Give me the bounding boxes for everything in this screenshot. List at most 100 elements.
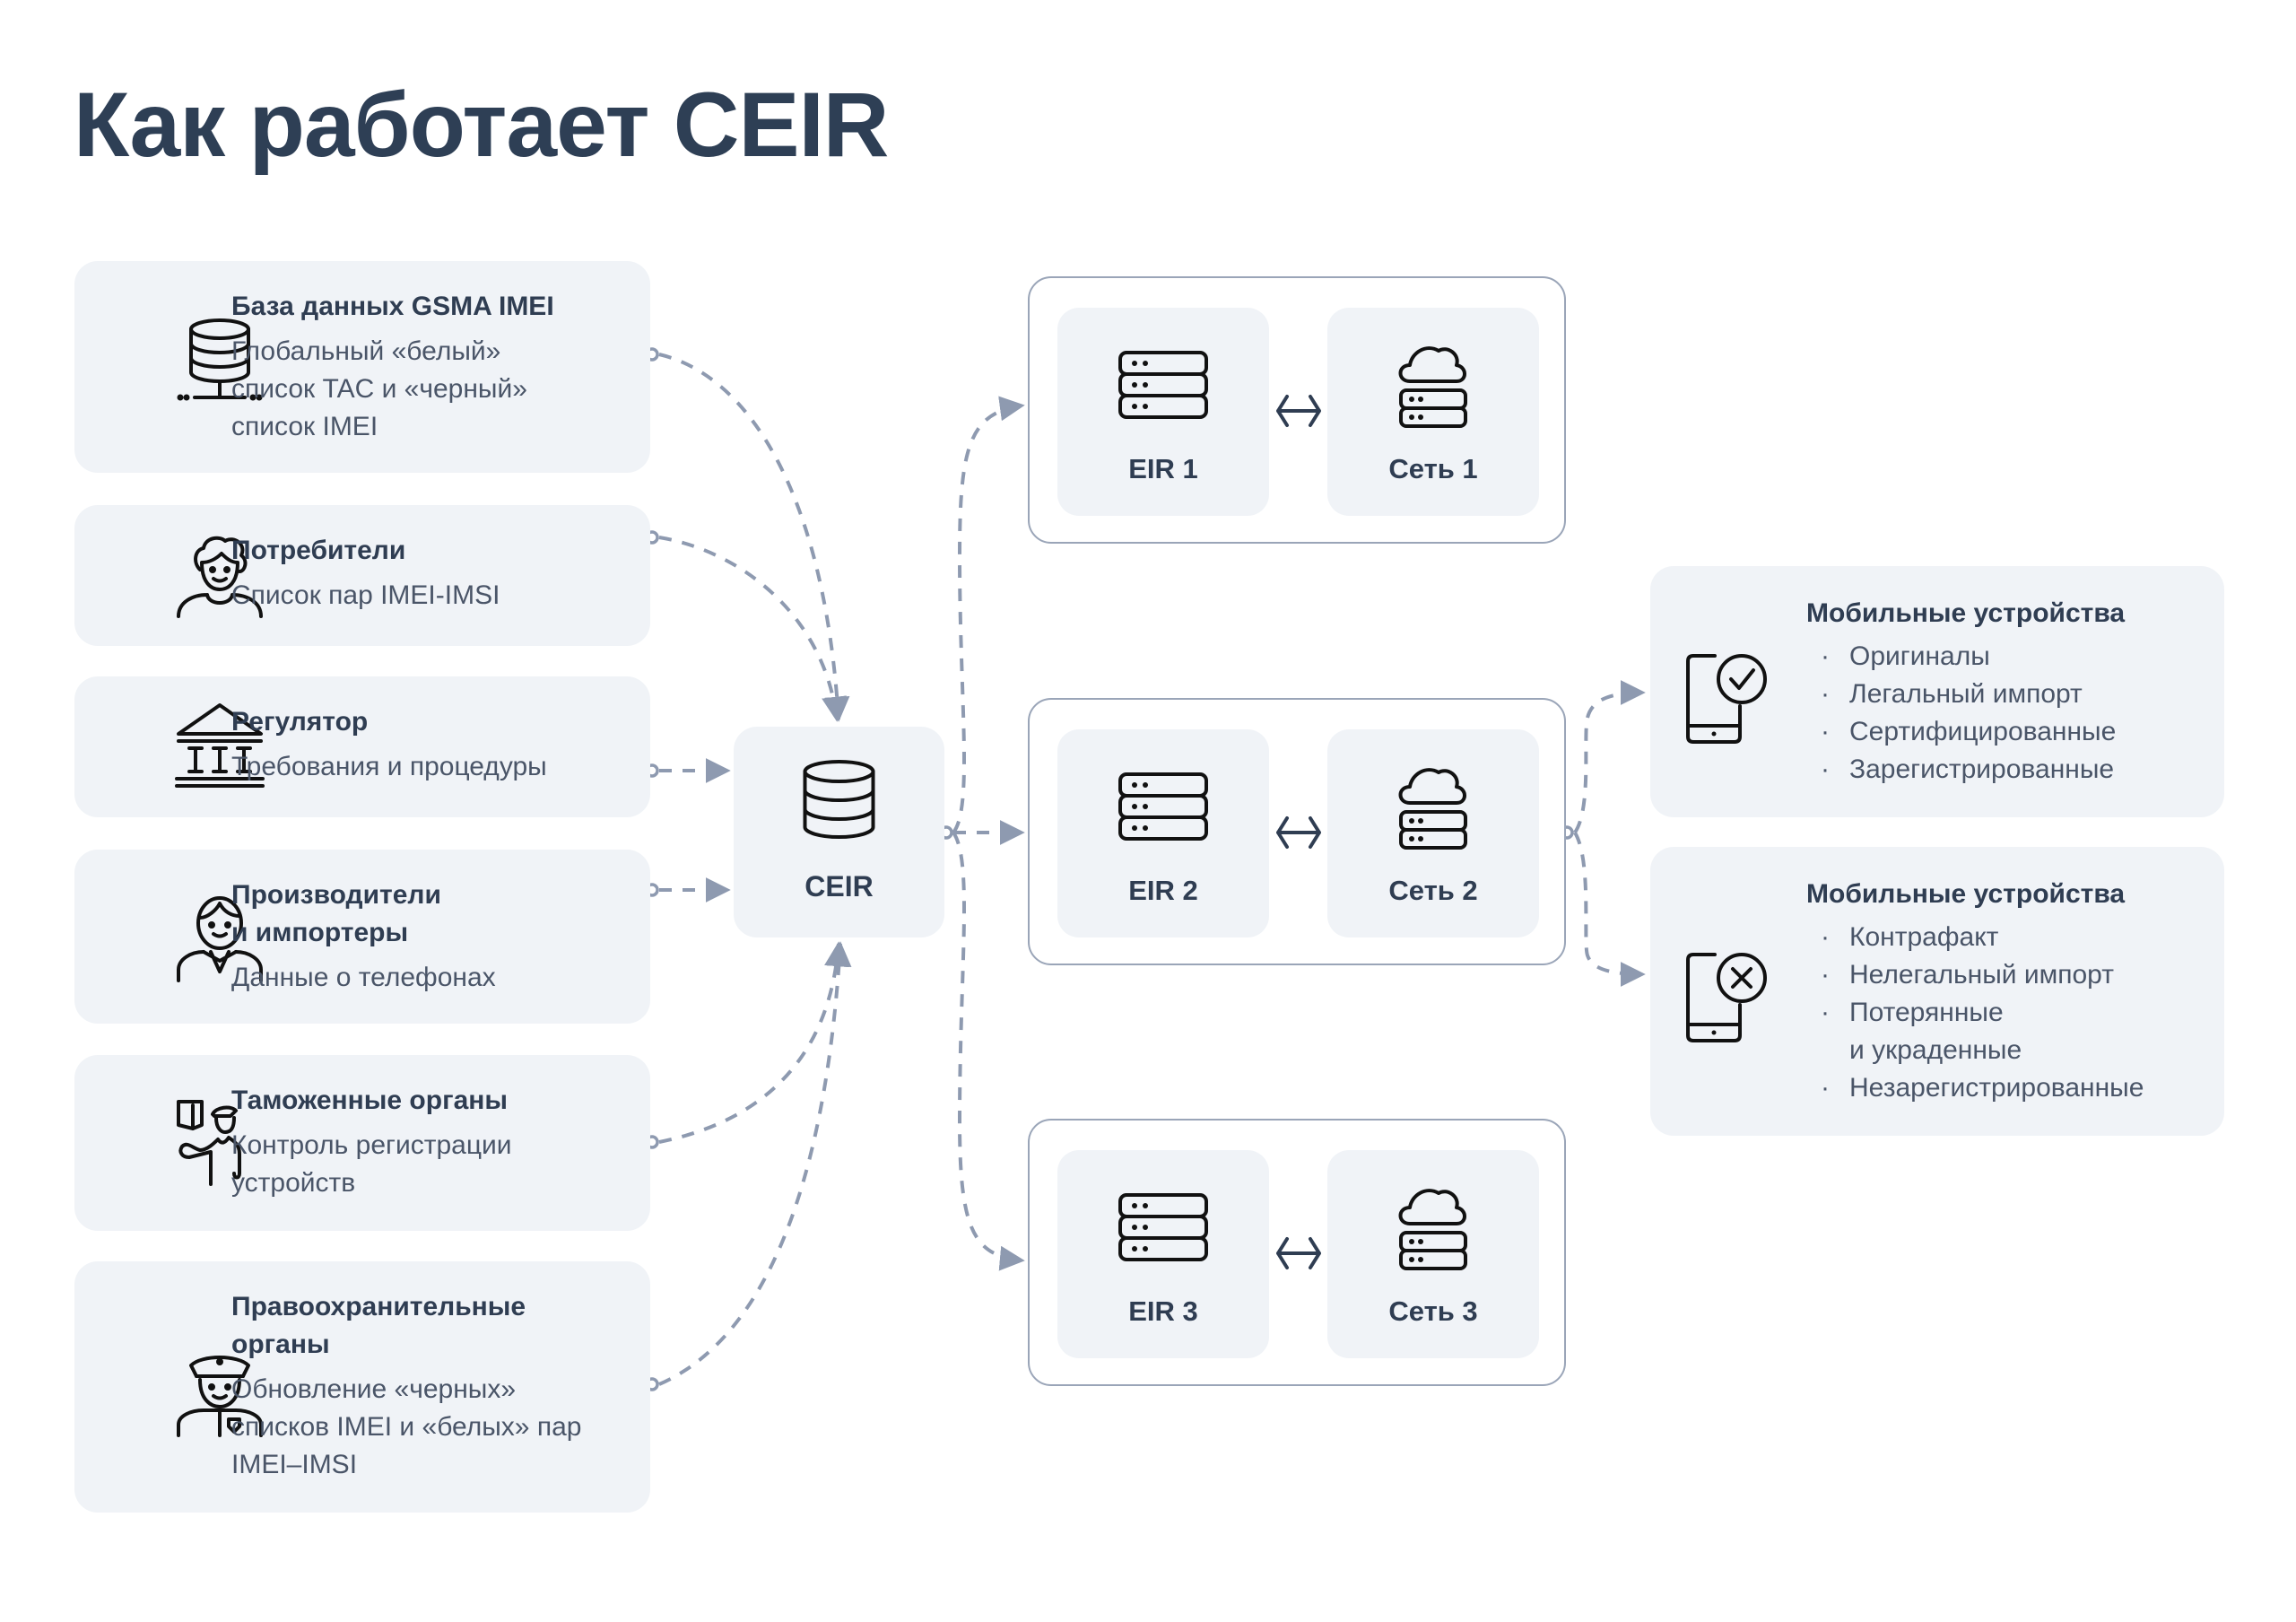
item-text: Сертифицированные — [1849, 717, 2117, 746]
device-list-item: · Оригиналы — [1806, 638, 2215, 676]
desc-line: Данные о телефонах — [231, 963, 496, 992]
connector-ceir-to-group3 — [952, 831, 1025, 1271]
source-text: Правоохранительные органы Обновление «че… — [231, 1288, 632, 1484]
consumer-person-icon — [177, 536, 263, 618]
server-icon — [1118, 351, 1208, 419]
desc-line: Глобальный «белый» — [231, 336, 501, 366]
bidirectional-arrow-icon — [1276, 1237, 1321, 1269]
page-title: Как работает CEIR — [74, 74, 889, 176]
device-list: · Оригиналы · Легальный импорт · Сертифицир… — [1806, 638, 2215, 789]
source-title: Потребители — [231, 536, 406, 565]
bullet: · — [1821, 960, 1830, 990]
device-card-blocked: Мобильные устройства · Контрафакт · Нелега… — [1650, 847, 2224, 1136]
bullet: · — [1821, 641, 1830, 671]
bullet: · — [1821, 922, 1830, 952]
source-card-gsma: База данных GSMA IMEI Глобальный «белый»… — [74, 261, 650, 473]
eir-card: EIR 2 — [1057, 729, 1269, 937]
source-text: База данных GSMA IMEI Глобальный «белый»… — [231, 288, 632, 446]
device-title: Мобильные устройства — [1806, 879, 2126, 909]
network-label: Сеть 1 — [1388, 453, 1478, 484]
database-icon — [803, 760, 875, 839]
eir-group-3: EIR 3 Сеть 3 — [1028, 1119, 1566, 1386]
item-text: Потерянные и украденные — [1849, 998, 2022, 1065]
ceir-label: CEIR — [804, 870, 874, 903]
desc-line: Обновление «черных» — [231, 1374, 517, 1404]
network-card: Сеть 2 — [1327, 729, 1539, 937]
bidirectional-arrow-icon — [1276, 816, 1321, 849]
source-title: Регулятор — [231, 707, 369, 737]
server-icon — [1118, 772, 1208, 841]
eir-card: EIR 1 — [1057, 308, 1269, 516]
source-desc: Данные о телефонах — [231, 959, 632, 997]
eir-label: EIR 2 — [1128, 875, 1198, 906]
device-list: · Контрафакт · Нелегальный импорт · Потерян… — [1806, 919, 2215, 1107]
desc-line: список TAC и «черный» — [231, 374, 527, 404]
source-title: Производители — [231, 880, 441, 910]
network-label: Сеть 2 — [1388, 875, 1478, 906]
source-text: Производители и импортеры Данные о телеф… — [231, 876, 632, 997]
bullet: · — [1821, 679, 1830, 709]
source-card-consumers: Потребители Список пар IMEI-IMSI — [74, 505, 650, 646]
item-text: Контрафакт — [1849, 922, 1999, 952]
source-card-police: Правоохранительные органы Обновление «че… — [74, 1261, 650, 1513]
cloud-server-icon — [1398, 1189, 1467, 1270]
device-list-item: · Потерянные и украденные — [1806, 994, 2215, 1069]
eir-label: EIR 3 — [1128, 1295, 1198, 1327]
desc-line: устройств — [231, 1168, 356, 1198]
network-card: Сеть 1 — [1327, 308, 1539, 516]
device-card-allowed: Мобильные устройства · Оригиналы · Легальн… — [1650, 566, 2224, 817]
device-list-item: ·Незарегистрированные — [1806, 1069, 2215, 1107]
bullet: · — [1821, 1073, 1830, 1103]
device-list-item: · Сертифицированные — [1806, 713, 2215, 751]
connector-ceir-to-group1 — [952, 396, 1025, 834]
ceir-node: CEIR — [734, 727, 944, 937]
cloud-server-icon — [1398, 768, 1467, 850]
device-list-item: · Контрафакт — [1806, 919, 2215, 956]
desc-line: списков IMEI и «белых» пар — [231, 1412, 582, 1442]
device-title: Мобильные устройства — [1806, 598, 2126, 628]
connector-consumers-to-ceir — [658, 536, 847, 722]
connector-customs-to-ceir — [658, 941, 849, 1144]
server-icon — [1118, 1193, 1208, 1261]
phone-cross-icon — [1686, 953, 1767, 1042]
source-title-line2: органы — [231, 1330, 330, 1359]
source-title: Таможенные органы — [231, 1086, 508, 1115]
cloud-server-icon — [1398, 346, 1467, 428]
bullet: · — [1821, 754, 1830, 784]
connector-group2-to-devices-bad — [1573, 831, 1646, 987]
device-list-item: · Легальный импорт — [1806, 676, 2215, 713]
eir-group-2: EIR 2 Сеть 2 — [1028, 698, 1566, 965]
police-officer-icon — [177, 1356, 263, 1437]
eir-label: EIR 1 — [1128, 453, 1198, 484]
item-text: Зарегистрированные — [1849, 754, 2115, 784]
source-desc: Глобальный «белый» список TAC и «черный»… — [231, 333, 632, 446]
source-desc: Контроль регистрации устройств — [231, 1127, 632, 1202]
network-card: Сеть 3 — [1327, 1150, 1539, 1358]
source-title: Правоохранительные — [231, 1292, 526, 1321]
database-network-icon — [177, 318, 263, 401]
source-text: Таможенные органы Контроль регистрации у… — [231, 1082, 632, 1202]
source-text: Потребители Список пар IMEI-IMSI — [231, 532, 632, 615]
source-title-line2: и импортеры — [231, 918, 409, 947]
item-text: Нелегальный импорт — [1849, 960, 2114, 990]
source-desc: Требования и процедуры — [231, 748, 632, 786]
desc-line: Требования и процедуры — [231, 752, 547, 781]
item-text: Легальный импорт — [1849, 679, 2083, 709]
bullet: · — [1821, 717, 1830, 746]
source-card-manufacturers: Производители и импортеры Данные о телеф… — [74, 850, 650, 1024]
desc-line: Список пар IMEI-IMSI — [231, 580, 500, 610]
source-desc: Обновление «черных» списков IMEI и «белы… — [231, 1371, 632, 1484]
source-card-customs: Таможенные органы Контроль регистрации у… — [74, 1055, 650, 1231]
government-building-icon — [175, 703, 265, 788]
bidirectional-arrow-icon — [1276, 395, 1321, 427]
desc-line: IMEI–IMSI — [231, 1450, 358, 1479]
source-title: База данных GSMA IMEI — [231, 292, 554, 321]
desc-line: список IMEI — [231, 412, 378, 441]
eir-group-1: EIR 1 Сеть 1 — [1028, 276, 1566, 544]
network-label: Сеть 3 — [1388, 1295, 1478, 1327]
device-list-item: · Зарегистрированные — [1806, 751, 2215, 789]
customs-officer-icon — [177, 1100, 241, 1186]
connector-gsma-to-ceir — [658, 353, 850, 722]
bullet: · — [1821, 998, 1830, 1027]
item-text: Оригиналы — [1849, 641, 1990, 671]
